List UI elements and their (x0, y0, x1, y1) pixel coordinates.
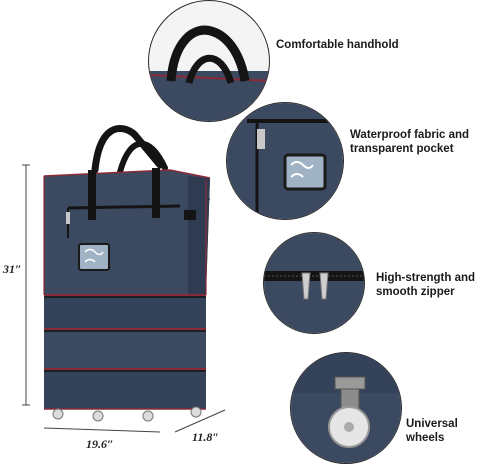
height-dimension-label: 31″ (3, 262, 22, 276)
wheel-closeup-image (290, 352, 402, 464)
depth-dimension-label: 11.8″ (192, 430, 219, 444)
feature-label-pocket: Waterproof fabric and transparent pocket (350, 129, 470, 155)
handle-closeup-image (148, 0, 270, 122)
zipper-closeup-image (263, 232, 365, 334)
feature-label-handhold: Comfortable handhold (276, 39, 399, 51)
pocket-closeup-image (226, 102, 344, 220)
feature-label-wheels: Universal wheels (406, 418, 458, 444)
feature-label-zipper: High-strength and smooth zipper (376, 272, 476, 298)
width-dimension-label: 19.6″ (86, 437, 114, 451)
